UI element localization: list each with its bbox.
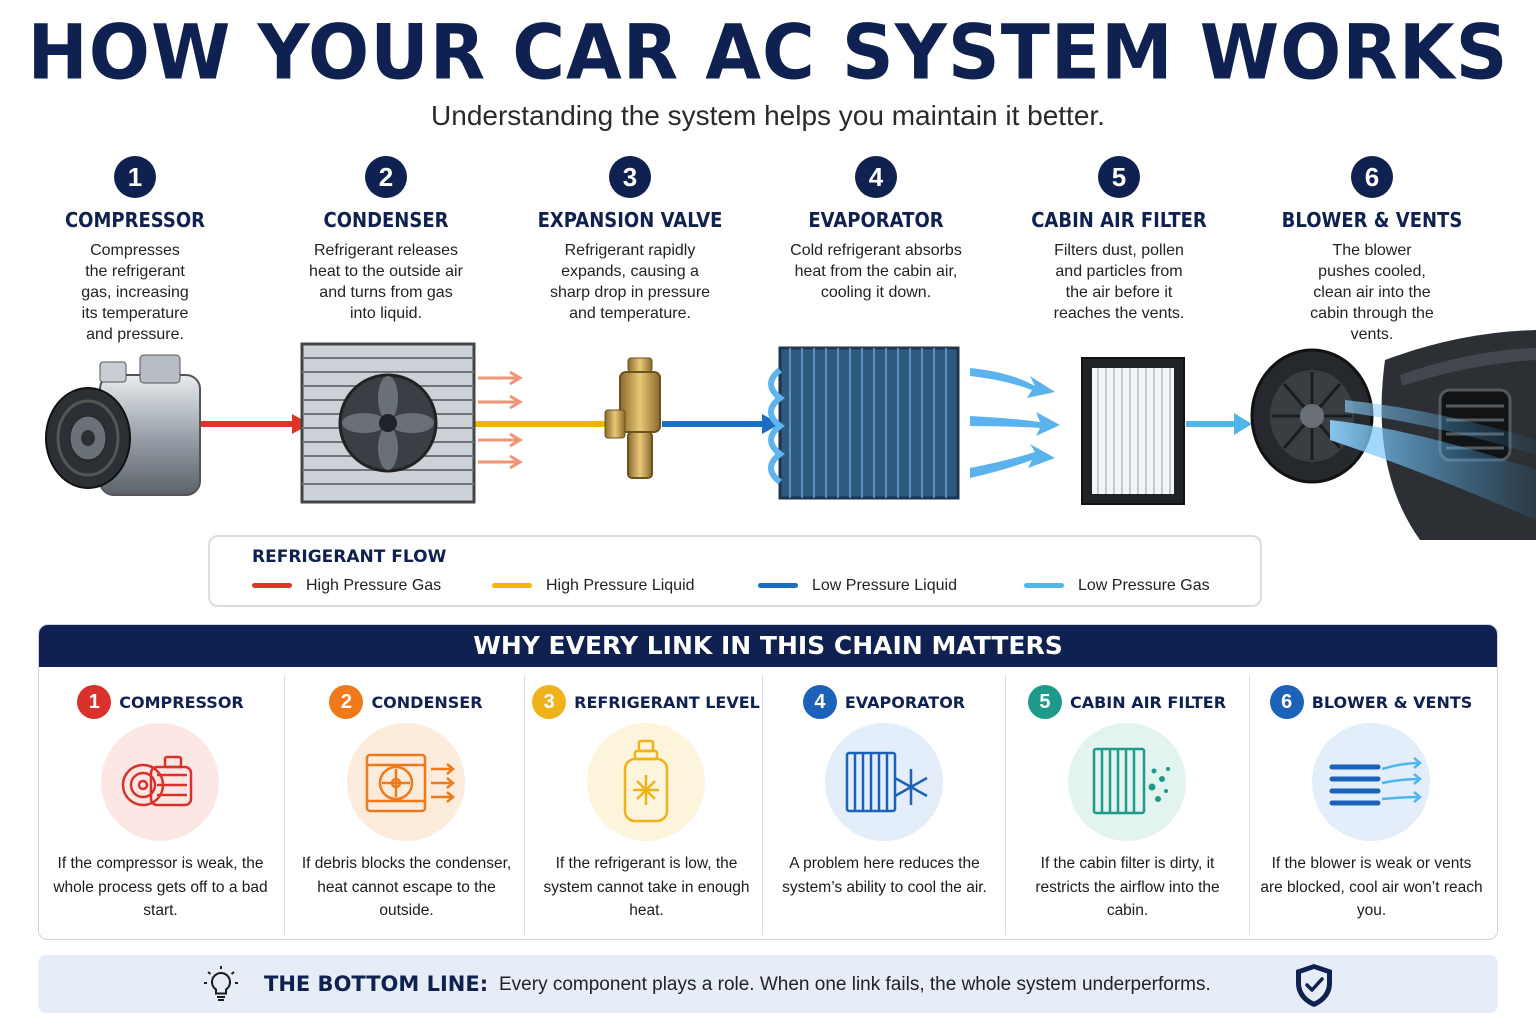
why-item-header: 2 CONDENSER: [285, 685, 527, 719]
why-item-title: CABIN AIR FILTER: [1069, 692, 1227, 712]
step-description: Compresses the refrigerant gas, increasi…: [81, 242, 189, 343]
why-item-title: BLOWER & VENTS: [1311, 692, 1473, 712]
step-title: CABIN AIR FILTER: [1031, 208, 1207, 232]
legend-title: REFRIGERANT FLOW: [252, 547, 447, 567]
compressor-icon: [101, 723, 219, 841]
condenser-icon: [347, 723, 465, 841]
step-title: CONDENSER: [323, 208, 449, 232]
why-item-text: If the cabin filter is dirty, it restric…: [1035, 855, 1220, 919]
why-item-refrigerant-level: 3 REFRIGERANT LEVEL If the refrigerant is…: [524, 675, 767, 935]
panel-banner: WHY EVERY LINK IN THIS CHAIN MATTERS: [39, 625, 1497, 667]
why-item-title: COMPRESSOR: [119, 692, 244, 712]
step-cabin-air-filter: 5 CABIN AIR FILTER Filters dust, pollen …: [1004, 156, 1234, 324]
why-item-cabin-air-filter: 5 CABIN AIR FILTER If the cabin filter is…: [1005, 675, 1248, 935]
compressor-illustration: [45, 354, 201, 496]
step-condenser: 2 CONDENSER Refrigerant releases heat to…: [271, 156, 501, 324]
step-title: EVAPORATOR: [808, 208, 944, 232]
number-badge: 4: [802, 685, 837, 719]
page-title: HOW YOUR CAR AC SYSTEM WORKS: [27, 7, 1509, 97]
why-item-text: If the compressor is weak, the whole pro…: [53, 855, 268, 919]
step-number-badge: 3: [609, 156, 651, 198]
step-description: Refrigerant rapidly expands, causing a s…: [549, 242, 711, 322]
why-item-evaporator: 4 EVAPORATOR A problem here reduces the s…: [762, 675, 1005, 935]
flow-arrow: [762, 414, 780, 434]
legend-swatch: [1024, 583, 1064, 589]
step-number-badge: 1: [114, 156, 156, 198]
step-description: Refrigerant releases heat to the outside…: [309, 242, 463, 322]
why-item-header: 1 COMPRESSOR: [39, 685, 282, 719]
refrigerant-flow-legend: REFRIGERANT FLOW High Pressure Gas High …: [208, 535, 1262, 607]
legend-item-low-pressure-gas: Low Pressure Gas: [1024, 577, 1210, 595]
why-item-blower-vents: 6 BLOWER & VENTS If the blower is weak or…: [1249, 675, 1492, 935]
legend-swatch: [252, 583, 292, 589]
legend-label: High Pressure Gas: [306, 577, 442, 594]
step-number-badge: 6: [1351, 156, 1393, 198]
legend-item-low-pressure-liquid: Low Pressure Liquid: [758, 577, 957, 595]
heat-release-arrows: [478, 370, 523, 470]
vent-airflow-icon: [1312, 723, 1430, 841]
why-item-text: If debris blocks the condenser, heat can…: [301, 855, 512, 919]
system-flow-illustration: [45, 330, 1536, 540]
shield-check-icon: [1296, 964, 1332, 1007]
step-title: BLOWER & VENTS: [1281, 208, 1463, 232]
number-badge: 2: [329, 685, 364, 719]
bottom-line-bar: THE BOTTOM LINE: Every component plays a…: [38, 955, 1498, 1013]
why-item-header: 6 BLOWER & VENTS: [1250, 685, 1492, 719]
legend-item-high-pressure-liquid: High Pressure Liquid: [492, 577, 695, 595]
legend-swatch: [492, 583, 532, 589]
why-item-title: EVAPORATOR: [844, 692, 966, 712]
step-number-badge: 4: [855, 156, 897, 198]
condenser-illustration: [300, 342, 476, 504]
cold-air-arrows: [970, 368, 1060, 478]
legend-label: Low Pressure Gas: [1078, 577, 1210, 594]
why-every-link-panel: WHY EVERY LINK IN THIS CHAIN MATTERS 1 CO…: [38, 624, 1498, 940]
cabin-filter-illustration: [1081, 357, 1185, 505]
step-number-badge: 5: [1098, 156, 1140, 198]
flow-arrow: [1234, 413, 1252, 435]
step-title: COMPRESSOR: [64, 208, 206, 232]
bottom-line-label: THE BOTTOM LINE:: [264, 972, 489, 996]
blower-illustration: [1250, 348, 1374, 484]
why-item-text: A problem here reduces the system’s abil…: [782, 855, 987, 896]
lightbulb-icon: [204, 966, 238, 1001]
refrigerant-canister-icon: [587, 723, 705, 841]
step-compressor: 1 COMPRESSOR Compresses the refrigerant …: [20, 156, 250, 345]
why-item-compressor: 1 COMPRESSOR If the compressor is weak, t…: [39, 675, 282, 935]
bottom-line-text: Every component plays a role. When one l…: [499, 974, 1211, 995]
why-item-title: CONDENSER: [371, 692, 483, 712]
step-description: Filters dust, pollen and particles from …: [1053, 242, 1185, 322]
why-item-condenser: 2 CONDENSER If debris blocks the condense…: [284, 675, 527, 935]
number-badge: 5: [1027, 685, 1062, 719]
number-badge: 6: [1269, 685, 1304, 719]
expansion-valve-illustration: [604, 357, 661, 479]
step-description: The blower pushes cooled, clean air into…: [1310, 242, 1434, 343]
why-item-header: 4 EVAPORATOR: [763, 685, 1005, 719]
step-title: EXPANSION VALVE: [537, 208, 723, 232]
step-expansion-valve: 3 EXPANSION VALVE Refrigerant rapidly ex…: [515, 156, 745, 324]
why-item-header: 3 REFRIGERANT LEVEL: [525, 685, 767, 719]
why-item-title: REFRIGERANT LEVEL: [574, 692, 760, 712]
step-blower-vents: 6 BLOWER & VENTS The blower pushes coole…: [1257, 156, 1487, 345]
why-item-text: If the blower is weak or vents are block…: [1260, 855, 1483, 919]
page-subtitle: Understanding the system helps you maint…: [431, 100, 1105, 131]
why-item-text: If the refrigerant is low, the system ca…: [543, 855, 750, 919]
legend-label: Low Pressure Liquid: [812, 577, 957, 594]
cabin-filter-icon: [1068, 723, 1186, 841]
step-number-badge: 2: [365, 156, 407, 198]
why-item-header: 5 CABIN AIR FILTER: [1006, 685, 1248, 719]
step-description: Cold refrigerant absorbs heat from the c…: [790, 242, 962, 301]
number-badge: 1: [77, 685, 112, 719]
number-badge: 3: [532, 685, 567, 719]
legend-swatch: [758, 583, 798, 589]
legend-item-high-pressure-gas: High Pressure Gas: [252, 577, 441, 595]
evaporator-illustration: [768, 346, 960, 500]
evaporator-snowflake-icon: [825, 723, 943, 841]
dashboard-vents-illustration: [1330, 330, 1536, 540]
legend-label: High Pressure Liquid: [546, 577, 695, 594]
step-evaporator: 4 EVAPORATOR Cold refrigerant absorbs he…: [761, 156, 991, 303]
